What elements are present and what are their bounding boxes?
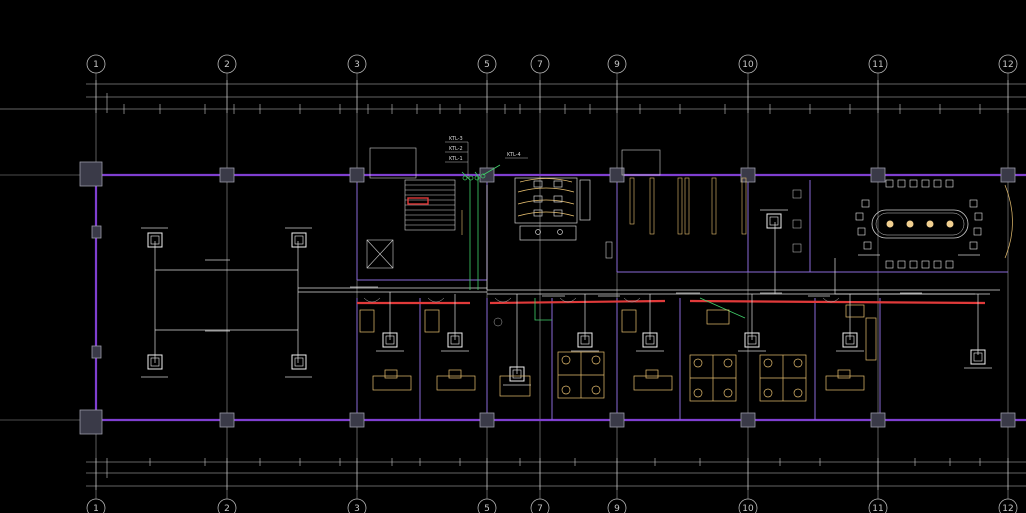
indoor-unit[interactable] [642,332,658,348]
svg-text:3: 3 [354,60,360,70]
axis-grid-lines [0,73,1026,499]
unit-tags [141,209,992,386]
svg-text:5: 5 [484,504,490,513]
indoor-unit[interactable] [509,366,525,382]
axis-bubble-5-bottom[interactable]: 5 [477,498,497,513]
dimension-ticks [95,80,1009,490]
meeting-room [792,179,1013,269]
workstation-cluster [557,351,807,402]
indoor-unit[interactable] [577,332,593,348]
svg-text:11: 11 [872,60,883,70]
indoor-unit[interactable] [382,332,398,348]
indoor-unit[interactable] [766,213,782,229]
office-partitions [605,149,747,259]
axis-bubble-11-bottom[interactable]: 11 [868,498,888,513]
axis-bubble-1[interactable]: 1 [86,54,106,74]
axis-bubble-1-bottom[interactable]: 1 [86,498,106,513]
svg-text:2: 2 [224,504,230,513]
indoor-unit[interactable] [744,332,760,348]
svg-text:7: 7 [537,504,543,513]
supply-ducts [357,299,986,305]
dimension-lines [0,83,1026,487]
axis-bubble-9[interactable]: 9 [607,54,627,74]
axis-bubble-7[interactable]: 7 [530,54,550,74]
indoor-unit[interactable] [842,332,858,348]
callout-ktl-1: KTL-1 [449,156,463,162]
elevator [366,239,394,269]
callout-ktl-4: KTL-4 [507,152,521,158]
inner-walls [356,175,1008,420]
svg-text:9: 9 [614,504,620,513]
staircase [369,147,463,235]
door-swings [363,297,840,327]
svg-text:3: 3 [354,504,360,513]
axis-bubble-7-bottom[interactable]: 7 [530,498,550,513]
axis-bubble-5[interactable]: 5 [477,54,497,74]
axis-bubble-3[interactable]: 3 [347,54,367,74]
svg-text:7: 7 [537,60,543,70]
indoor-unit[interactable] [147,354,163,370]
axis-bubble-10-bottom[interactable]: 10 [738,498,758,513]
svg-text:10: 10 [742,504,754,513]
svg-text:10: 10 [742,60,754,70]
axis-bubble-3-bottom[interactable]: 3 [347,498,367,513]
restroom [514,177,591,241]
svg-text:9: 9 [614,60,620,70]
axis-bubble-2[interactable]: 2 [217,54,237,74]
axis-bubble-9-bottom[interactable]: 9 [607,498,627,513]
indoor-unit[interactable] [970,349,986,365]
axis-bubble-2-bottom[interactable]: 2 [217,498,237,513]
axis-bubbles-top: 1 2 3 5 7 9 10 11 12 [86,54,1018,74]
svg-text:11: 11 [872,504,883,513]
svg-text:5: 5 [484,60,490,70]
callout-ktl-2: KTL-2 [449,146,463,152]
svg-text:1: 1 [93,504,99,513]
indoor-unit[interactable] [291,354,307,370]
svg-text:12: 12 [1002,504,1013,513]
axis-bubble-10[interactable]: 10 [738,54,758,74]
axis-bubbles-bottom: 1 2 3 5 7 9 10 11 12 [86,498,1018,513]
structural-columns [79,161,1016,435]
green-branch-pipes [461,164,746,321]
office-furniture [359,304,877,402]
indoor-unit[interactable] [291,232,307,248]
svg-text:12: 12 [1002,60,1013,70]
svg-text:1: 1 [93,60,99,70]
axis-bubble-11[interactable]: 11 [868,54,888,74]
pipe-callouts: KTL-3 KTL-2 KTL-1 KTL-4 [445,136,528,181]
callout-ktl-3: KTL-3 [449,136,463,142]
axis-bubble-12[interactable]: 12 [998,54,1018,74]
indoor-unit[interactable] [447,332,463,348]
walls [86,168,1026,428]
svg-text:2: 2 [224,60,230,70]
refrigerant-pipes [154,185,1000,374]
indoor-unit[interactable] [147,232,163,248]
indoor-units [147,213,986,382]
axis-bubble-12-bottom[interactable]: 12 [998,498,1018,513]
